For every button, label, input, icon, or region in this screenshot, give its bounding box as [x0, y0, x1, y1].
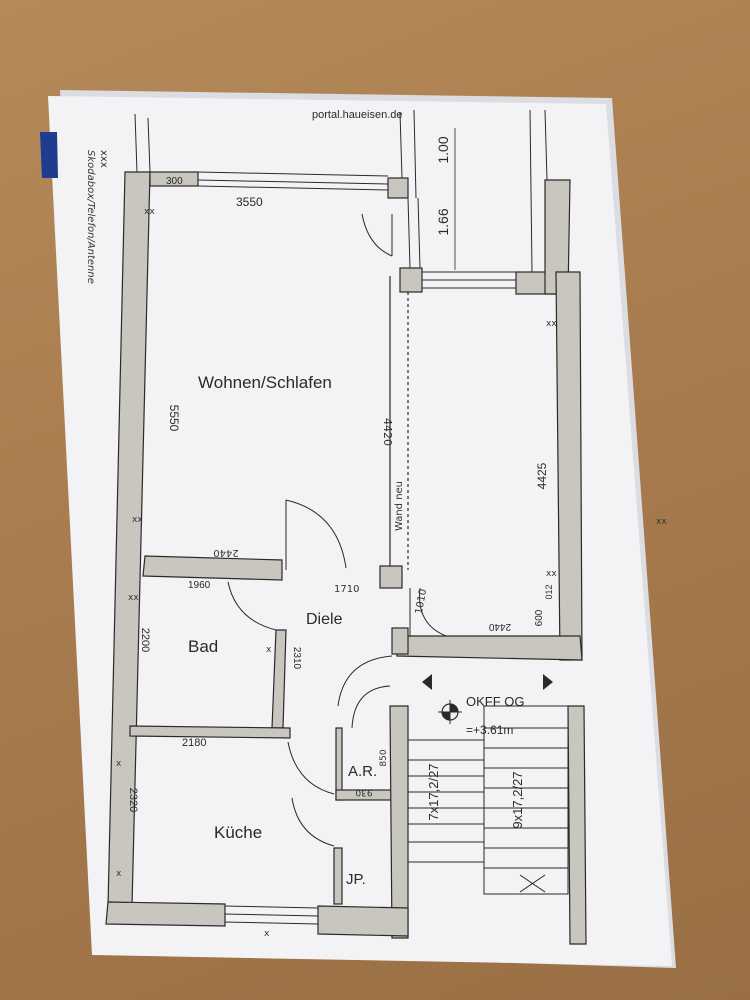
new-wall	[389, 276, 409, 570]
svg-text:xx: xx	[144, 207, 155, 217]
stair-run-right: 9x17,2/27	[510, 771, 525, 828]
dim-600: 600	[534, 609, 545, 626]
svg-text:x: x	[116, 759, 122, 769]
dim-right-4425: 4425	[535, 462, 549, 489]
room-label-living: Wohnen/Schlafen	[198, 373, 332, 392]
dim-balcony-166: 1.66	[435, 208, 451, 235]
dim-2310: 2310	[291, 647, 302, 670]
dim-top-300: 300	[166, 176, 183, 187]
staircase	[407, 705, 569, 895]
stair-run-left: 7x17,2/27	[426, 763, 441, 820]
room-label-kitchen: Küche	[214, 823, 262, 842]
blue-tab	[40, 132, 58, 178]
arrow-right-icon	[543, 674, 553, 690]
room-label-hall: Diele	[306, 611, 343, 628]
room-label-pantry: JP.	[346, 871, 366, 888]
label-wand-neu: Wand neu	[394, 481, 405, 531]
dim-left-5550: 5550	[167, 405, 181, 432]
svg-text:xx: xx	[546, 319, 557, 329]
dim-850: 850	[379, 749, 389, 766]
dim-mid-4420: 4420	[381, 418, 394, 446]
room-label-storage: A.R.	[348, 763, 377, 780]
room-label-bath: Bad	[188, 637, 218, 656]
margin-note-xxx: xxx	[98, 150, 109, 168]
dim-2200: 2200	[139, 628, 151, 652]
dim-2440-bottom: 2440	[488, 621, 511, 632]
dim-1710: 1710	[334, 584, 359, 595]
svg-text:x: x	[266, 645, 272, 655]
source-url: portal.haueisen.de	[312, 109, 403, 121]
svg-text:x: x	[264, 929, 270, 939]
x-marks: xx xx xx xx xx xx x x x x	[116, 207, 667, 939]
okff-label: OKFF OG	[466, 694, 525, 709]
dim-2440-living: 2440	[213, 547, 238, 558]
svg-text:xx: xx	[128, 593, 139, 603]
svg-text:xx: xx	[132, 515, 143, 525]
walls	[105, 171, 587, 945]
arrow-left-icon	[422, 674, 432, 690]
dim-012: 012	[544, 584, 554, 599]
svg-text:xx: xx	[656, 517, 667, 527]
windows	[134, 109, 548, 925]
doors	[227, 213, 447, 847]
level-label: =+3.61m	[466, 723, 513, 737]
svg-text:xx: xx	[546, 569, 557, 579]
dim-balcony-100: 1.00	[435, 136, 451, 163]
dim-1960: 1960	[188, 580, 211, 591]
dim-2180: 2180	[182, 737, 206, 749]
dim-top-3550: 3550	[236, 195, 263, 209]
dim-1010: 1010	[414, 588, 429, 615]
margin-note: Skodabox/Telefon/Antenne	[85, 150, 96, 284]
dim-930: 930	[355, 787, 372, 797]
svg-text:x: x	[116, 869, 122, 879]
level-marker-icon	[438, 700, 462, 724]
dim-2320: 2320	[127, 788, 139, 812]
